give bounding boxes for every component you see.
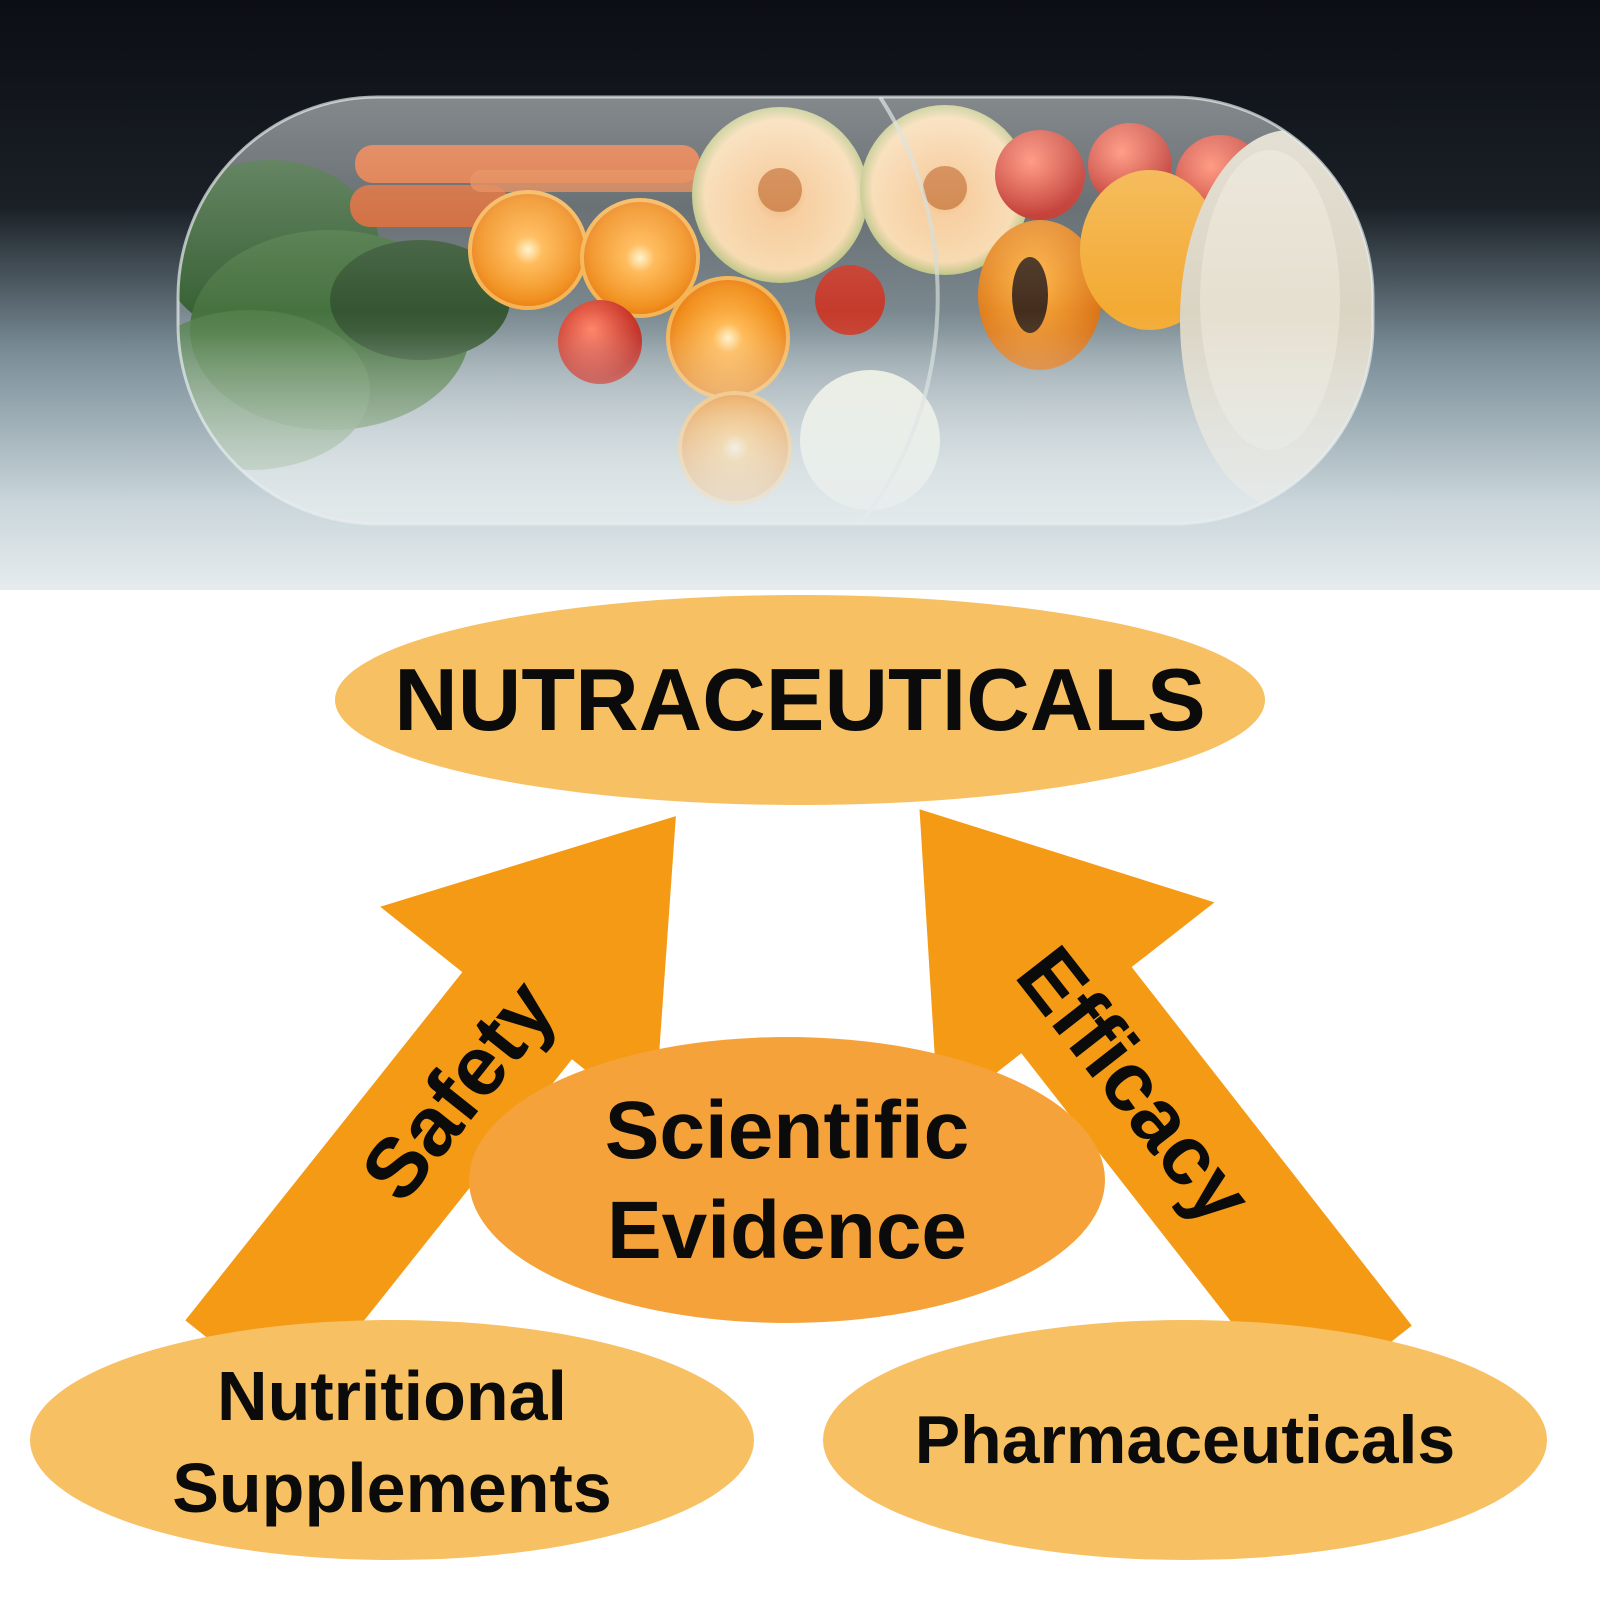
top-node-ellipse — [335, 595, 1265, 805]
right-node-label: Pharmaceuticals — [915, 1402, 1456, 1478]
capsule — [176, 95, 1375, 526]
diagram: Safety Efficacy NUTRACEUTICALS Scientifi… — [30, 595, 1547, 1560]
right-node-ellipse — [823, 1320, 1547, 1560]
right-arrow-shape — [919, 809, 1412, 1412]
center-node-line1: Scientific — [605, 1085, 970, 1176]
right-node: Pharmaceuticals — [823, 1320, 1547, 1560]
left-node-line2: Supplements — [172, 1449, 612, 1527]
left-node-ellipse — [30, 1320, 754, 1560]
left-node-line1: Nutritional — [217, 1357, 567, 1435]
capsule-photo — [0, 0, 1600, 590]
center-node-line2: Evidence — [607, 1185, 967, 1276]
top-node: NUTRACEUTICALS — [335, 595, 1265, 805]
left-node: Nutritional Supplements — [30, 1320, 754, 1560]
left-arrow-shape — [185, 816, 676, 1408]
center-node-ellipse — [469, 1037, 1105, 1323]
top-node-label: NUTRACEUTICALS — [394, 650, 1206, 749]
center-node: Scientific Evidence — [469, 1037, 1105, 1323]
